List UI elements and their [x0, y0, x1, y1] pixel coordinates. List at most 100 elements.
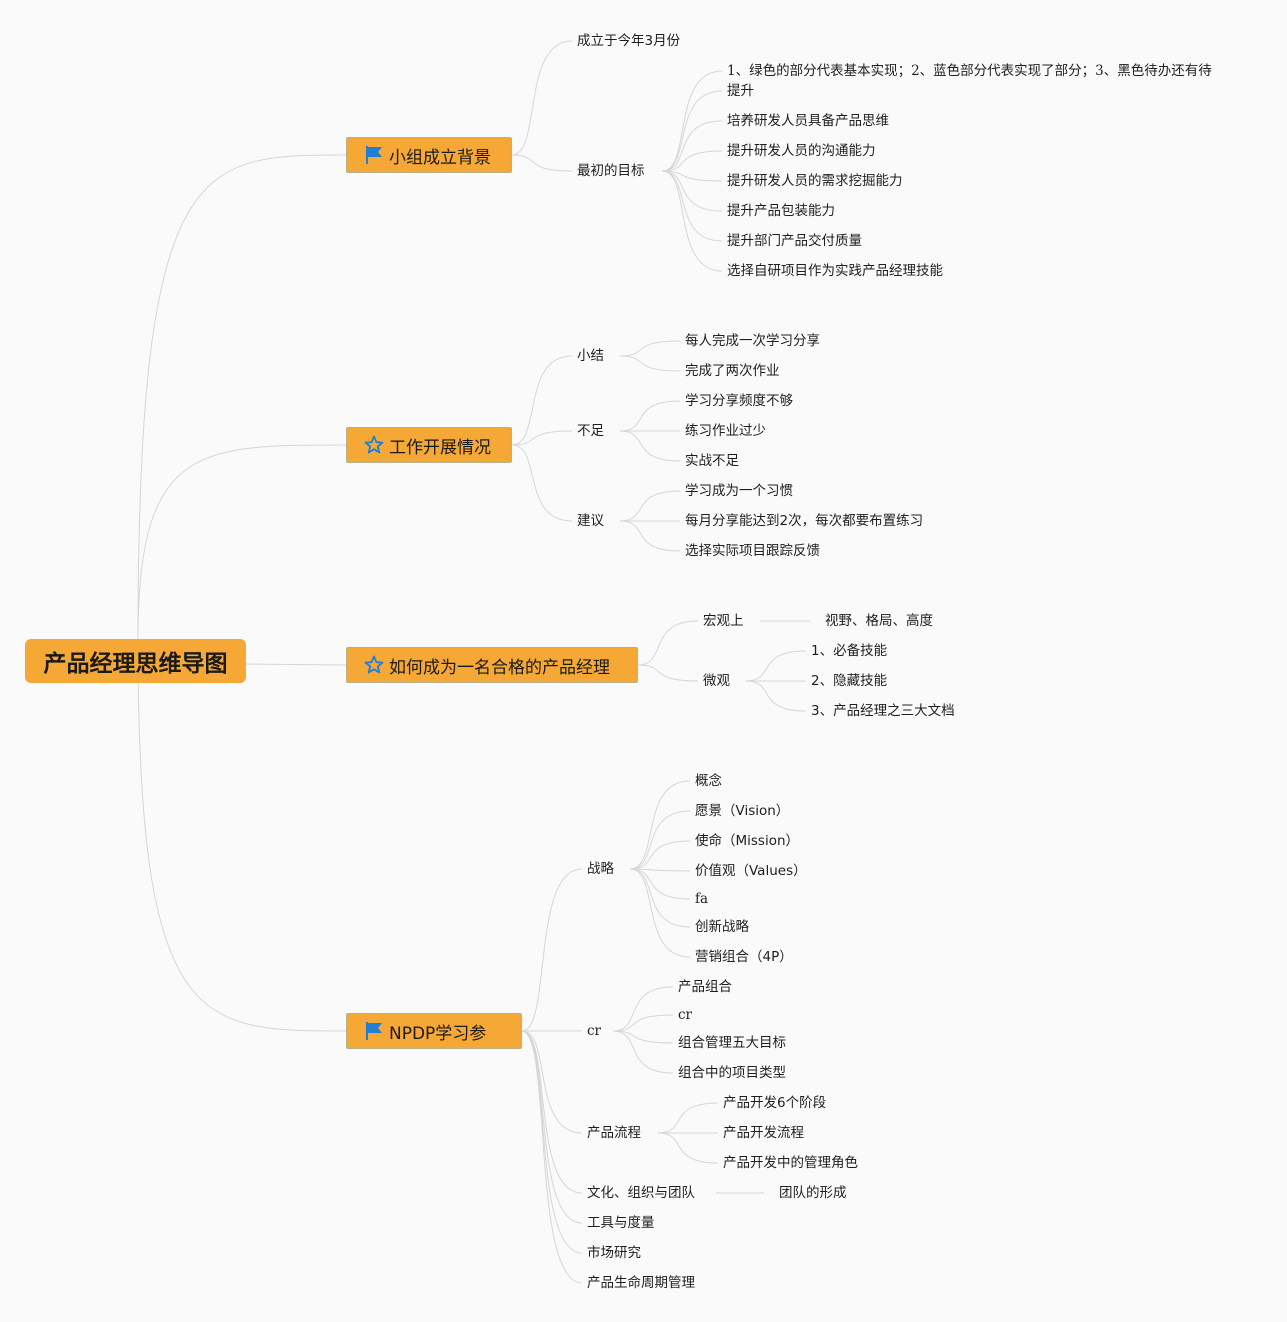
connector	[619, 520, 681, 552]
process-item[interactable]: 产品开发6个阶段	[723, 1095, 827, 1111]
connector	[521, 1030, 583, 1194]
connector	[521, 1030, 583, 1224]
connector	[661, 150, 723, 172]
connector	[619, 430, 681, 462]
node-founded[interactable]: 成立于今年3月份	[577, 33, 681, 49]
strategy-item[interactable]: 创新战略	[695, 919, 749, 935]
advice-item[interactable]: 选择实际项目跟踪反馈	[685, 543, 820, 559]
connector	[612, 1030, 674, 1074]
cr-item[interactable]: 组合管理五大目标	[678, 1035, 786, 1051]
process-item[interactable]: 产品开发流程	[723, 1125, 804, 1141]
connector	[661, 170, 723, 212]
micro-item[interactable]: 2、隐藏技能	[811, 673, 888, 689]
advice-item[interactable]: 学习成为一个习惯	[685, 483, 793, 499]
strategy-item[interactable]: 概念	[695, 773, 722, 789]
connector	[661, 120, 723, 172]
connector	[137, 154, 347, 641]
shortfall-item[interactable]: 实战不足	[685, 453, 739, 469]
node-process[interactable]: 产品流程	[587, 1125, 641, 1141]
connector	[661, 170, 723, 242]
summary-item[interactable]: 每人完成一次学习分享	[685, 333, 820, 349]
node-tools[interactable]: 工具与度量	[587, 1215, 655, 1231]
branch-label: 工作开展情况	[389, 437, 491, 458]
shortfall-item[interactable]: 练习作业过少	[685, 423, 766, 439]
strategy-item[interactable]: fa	[695, 891, 709, 907]
goal-item[interactable]: 提升	[727, 83, 754, 99]
node-strategy[interactable]: 战略	[587, 861, 614, 877]
root-topic[interactable]: 产品经理思维导图	[25, 639, 246, 683]
goal-item[interactable]: 培养研发人员具备产品思维	[727, 113, 889, 129]
goal-item[interactable]: 提升产品包装能力	[727, 203, 835, 219]
cr-item[interactable]: 组合中的项目类型	[678, 1065, 786, 1081]
strategy-item[interactable]: 价值观（Values）	[695, 863, 807, 879]
connector	[629, 780, 691, 870]
connector	[661, 70, 723, 172]
goal-item[interactable]: 提升研发人员的需求挖掘能力	[727, 173, 903, 189]
goal-item[interactable]: 1、绿色的部分代表基本实现；2、蓝色部分代表实现了部分；3、黑色待办还有待	[727, 63, 1212, 79]
connector	[521, 868, 583, 1032]
connector	[629, 868, 691, 900]
goal-item[interactable]: 提升部门产品交付质量	[727, 233, 862, 249]
micro-item[interactable]: 3、产品经理之三大文档	[811, 703, 955, 719]
branch-label: 如何成为一名合格的产品经理	[389, 657, 610, 678]
connector	[521, 1030, 583, 1254]
cr-item[interactable]: cr	[678, 1007, 693, 1023]
shortfall-item[interactable]: 学习分享频度不够	[685, 393, 793, 409]
node-market[interactable]: 市场研究	[587, 1245, 641, 1261]
connector	[745, 650, 807, 682]
strategy-item[interactable]: 营销组合（4P）	[695, 949, 793, 965]
node-culture[interactable]: 文化、组织与团队	[587, 1185, 695, 1201]
star-icon	[363, 434, 385, 456]
connector	[661, 170, 723, 272]
goal-item[interactable]: 选择自研项目作为实践产品经理技能	[727, 263, 943, 279]
macro-item[interactable]: 视野、格局、高度	[825, 613, 933, 629]
branch-work[interactable]: 工作开展情况	[346, 427, 512, 463]
connector	[661, 90, 723, 172]
connector	[657, 1102, 719, 1134]
connector	[629, 868, 691, 928]
node-lifecycle[interactable]: 产品生命周期管理	[587, 1275, 695, 1291]
node-macro[interactable]: 宏观上	[703, 613, 744, 629]
strategy-item[interactable]: 使命（Mission）	[695, 833, 800, 849]
branch-label: NPDP学习参	[389, 1023, 487, 1044]
culture-item[interactable]: 团队的形成	[779, 1185, 847, 1201]
star-icon	[363, 654, 385, 676]
connector	[629, 868, 691, 958]
connector	[521, 1030, 583, 1284]
process-item[interactable]: 产品开发中的管理角色	[723, 1155, 858, 1171]
strategy-item[interactable]: 愿景（Vision）	[695, 803, 790, 819]
cr-item[interactable]: 产品组合	[678, 979, 732, 995]
connector	[629, 840, 691, 870]
node-micro[interactable]: 微观	[703, 673, 730, 689]
goal-item[interactable]: 提升研发人员的沟通能力	[727, 143, 876, 159]
connector	[612, 1030, 674, 1044]
connector	[619, 355, 681, 372]
connector	[619, 400, 681, 432]
connector	[511, 355, 573, 446]
summary-item[interactable]: 完成了两次作业	[685, 363, 780, 379]
connector	[657, 1132, 719, 1164]
connector	[511, 430, 573, 446]
connector	[137, 639, 347, 1032]
node-advice[interactable]: 建议	[577, 513, 604, 529]
connector	[629, 810, 691, 870]
node-summary[interactable]: 小结	[577, 348, 604, 364]
connector	[137, 444, 347, 641]
node-cr[interactable]: cr	[587, 1023, 602, 1039]
branch-label: 小组成立背景	[389, 147, 491, 168]
flag-icon	[363, 144, 385, 166]
node-shortfall[interactable]: 不足	[577, 423, 604, 439]
connector	[612, 1014, 674, 1032]
node-goal[interactable]: 最初的目标	[577, 163, 645, 179]
connector	[619, 340, 681, 357]
connector	[745, 680, 807, 712]
micro-item[interactable]: 1、必备技能	[811, 643, 888, 659]
connector	[521, 1030, 583, 1134]
branch-howto[interactable]: 如何成为一名合格的产品经理	[346, 647, 638, 683]
connector	[511, 444, 573, 522]
branch-npdp[interactable]: NPDP学习参	[346, 1013, 522, 1049]
advice-item[interactable]: 每月分享能达到2次，每次都要布置练习	[685, 513, 924, 529]
branch-background[interactable]: 小组成立背景	[346, 137, 512, 173]
connector	[511, 154, 573, 172]
